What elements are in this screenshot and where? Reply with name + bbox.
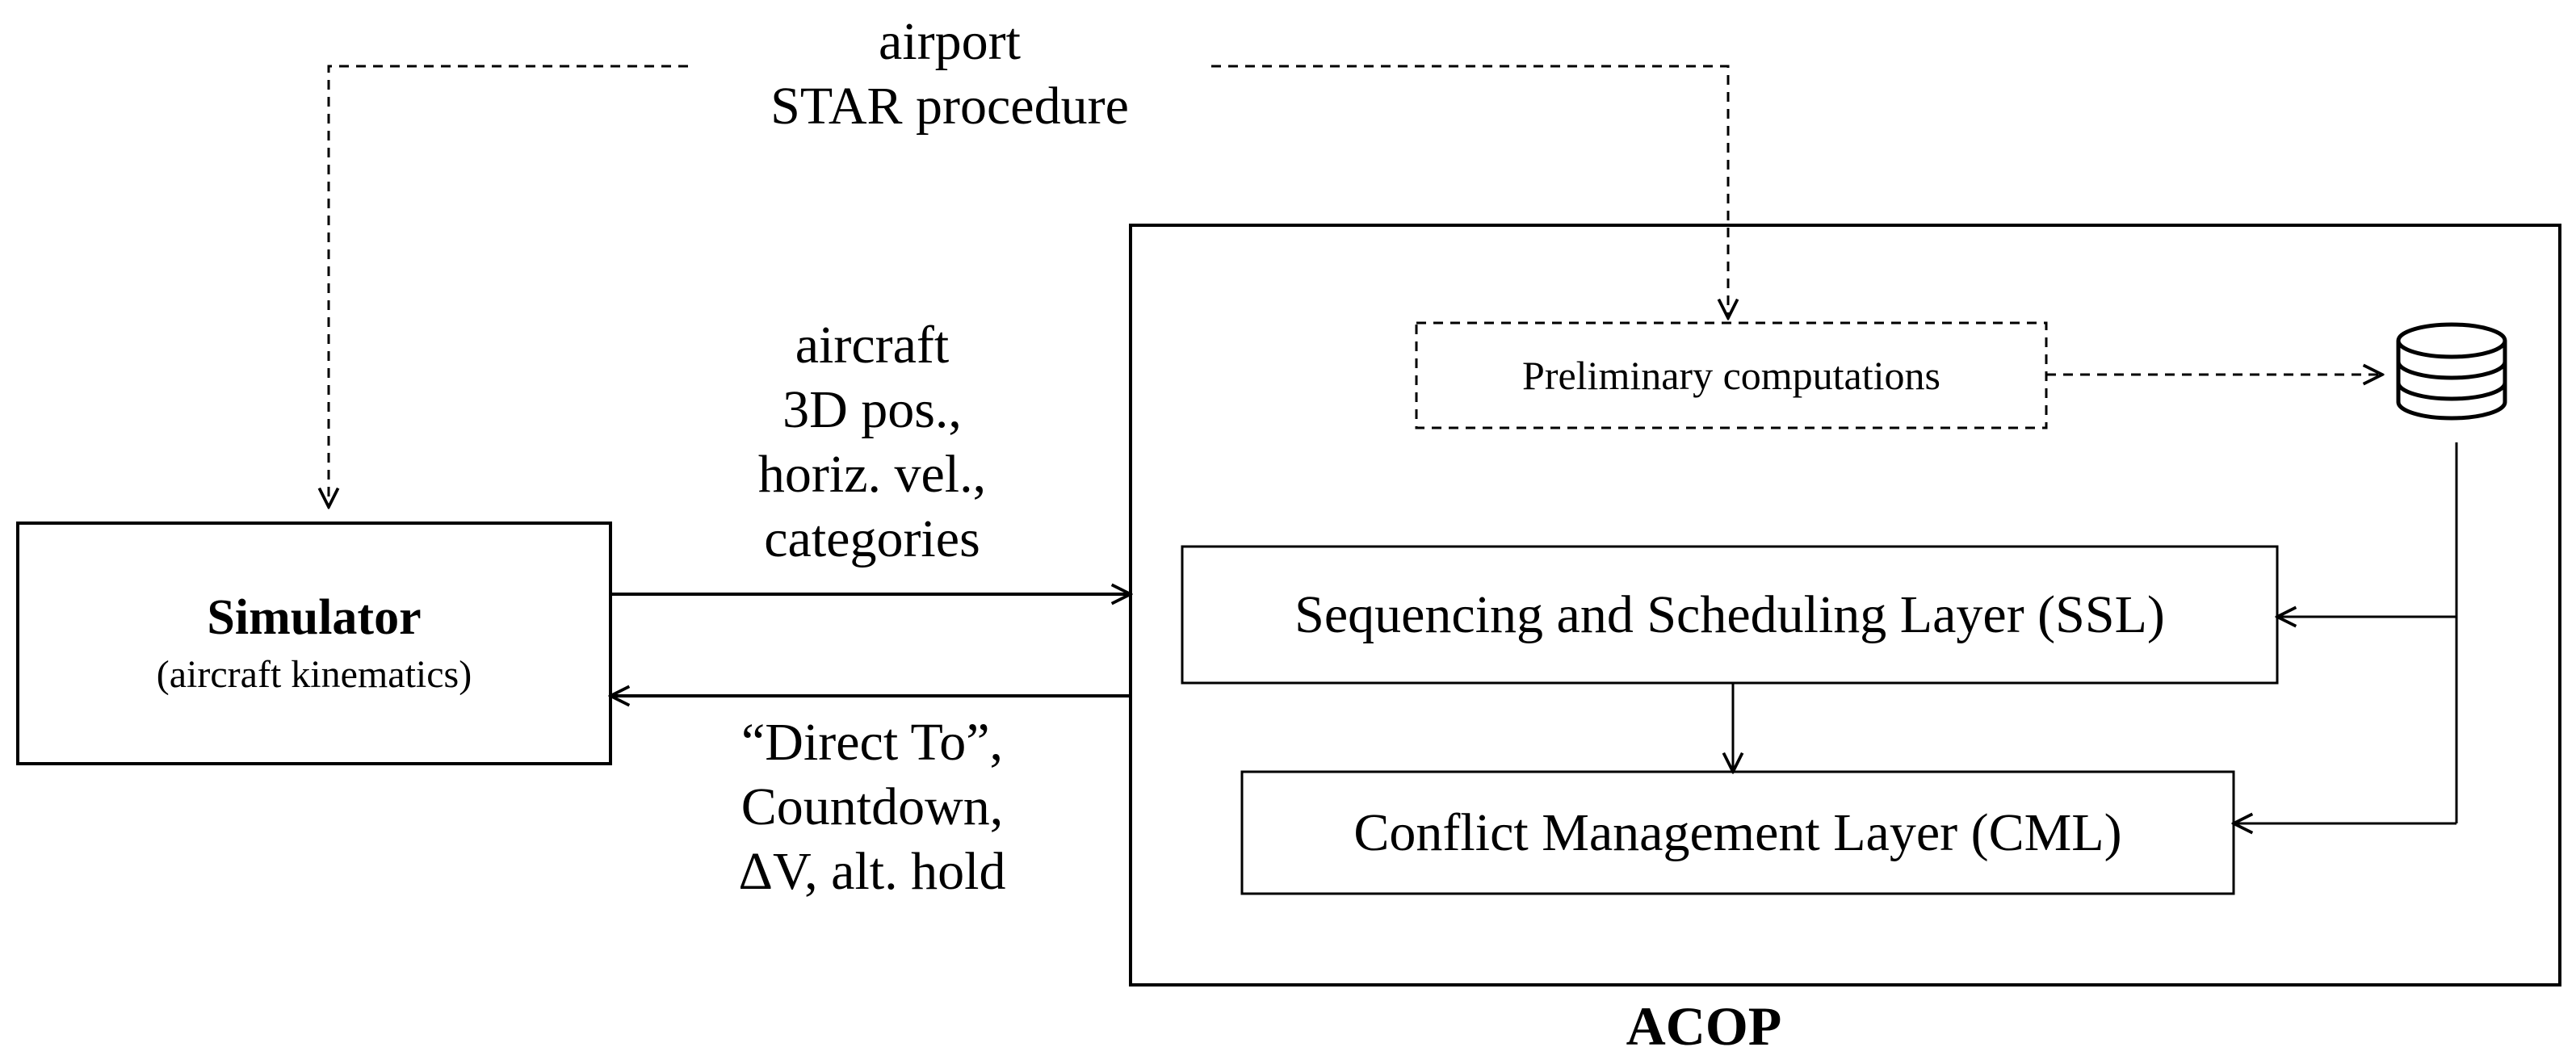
- from-acop-line2: Countdown,: [740, 777, 1004, 836]
- simulator-box: [16, 522, 612, 765]
- top-dashed-right-connector: [1211, 65, 1728, 318]
- acop-title: ACOP: [1626, 995, 1782, 1057]
- from-acop-line1: “Direct To”,: [740, 713, 1003, 772]
- cml-label: Conflict Management Layer (CML): [1353, 802, 2122, 862]
- acop-box: [1129, 224, 2561, 987]
- preliminary-label: Preliminary computations: [1522, 353, 1940, 398]
- to-acop-label: aircraft 3D pos., horiz. vel., categorie…: [703, 313, 1042, 572]
- simulator-label: Simulator (aircraft kinematics): [18, 523, 610, 764]
- top-input-label: airport STAR procedure: [688, 10, 1211, 139]
- top-input-line2: STAR procedure: [770, 77, 1129, 136]
- to-acop-line1: aircraft: [795, 316, 950, 375]
- to-acop-line4: categories: [764, 509, 980, 568]
- top-dashed-left-connector: [329, 65, 688, 507]
- from-acop-label: “Direct To”, Countdown, ΔV, alt. hold: [678, 710, 1066, 904]
- simulator-title: Simulator: [207, 590, 422, 646]
- ssl-label: Sequencing and Scheduling Layer (SSL): [1294, 584, 2165, 644]
- to-acop-line2: 3D pos.,: [782, 380, 962, 439]
- from-acop-line3: ΔV, alt. hold: [738, 842, 1006, 901]
- simulator-subtitle: (aircraft kinematics): [156, 652, 472, 696]
- database-icon: [2396, 322, 2507, 421]
- to-acop-line3: horiz. vel.,: [757, 445, 987, 504]
- top-input-line1: airport: [879, 12, 1021, 71]
